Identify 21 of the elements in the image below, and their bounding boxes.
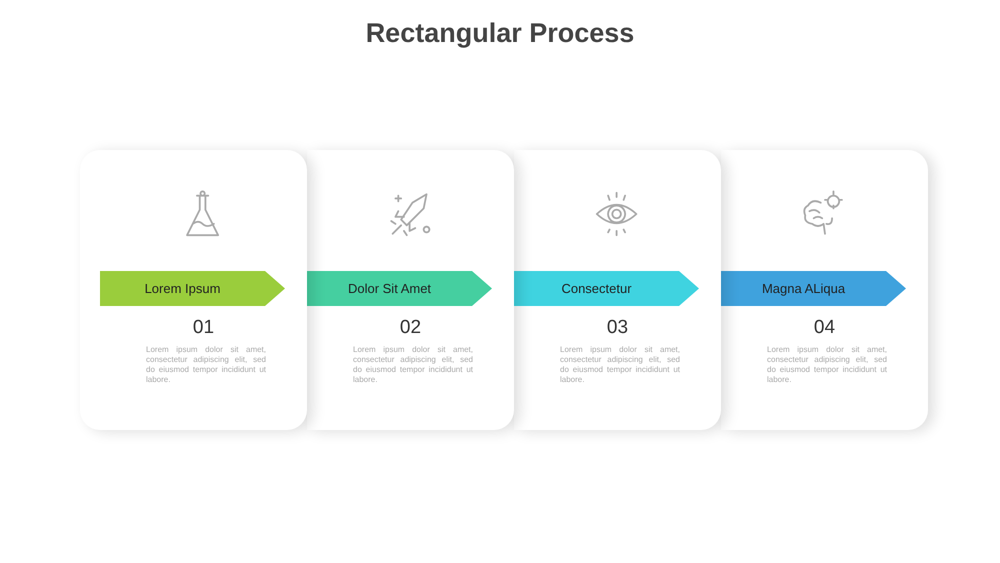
step-number: 03	[606, 317, 630, 339]
step-title: Magna ALiqua	[760, 281, 846, 296]
arrow-banner	[514, 271, 699, 306]
arrow-banner	[307, 271, 492, 306]
step-number: 04	[812, 317, 836, 339]
step-card	[307, 150, 514, 430]
arrow-banner	[100, 271, 285, 306]
step-description: Lorem ipsum dolor sit amet, consectetur adipiscing elit, sed do eiusmod tempor incididunt ut labore.	[353, 345, 473, 385]
step-description: Lorem ipsum dolor sit amet, consectetur adipiscing elit, sed do eiusmod tempor incididunt ut labore.	[146, 345, 266, 385]
step-title: Consectetur	[560, 281, 633, 296]
step-number: 02	[398, 317, 422, 339]
step-title: Dolor Sit Amet	[346, 281, 432, 296]
step-description: Lorem ipsum dolor sit amet, consectetur adipiscing elit, sed do eiusmod tempor incididunt ut labore.	[560, 345, 680, 385]
step-description: Lorem ipsum dolor sit amet, consectetur adipiscing elit, sed do eiusmod tempor incididunt ut labore.	[767, 345, 887, 385]
step-card	[721, 150, 928, 430]
title: Rectangular Process	[364, 18, 636, 49]
step-card	[80, 150, 307, 430]
step-card	[514, 150, 721, 430]
step-number: 01	[192, 317, 216, 339]
step-title: Lorem Ipsum	[144, 281, 222, 296]
arrow-banner	[721, 271, 906, 306]
